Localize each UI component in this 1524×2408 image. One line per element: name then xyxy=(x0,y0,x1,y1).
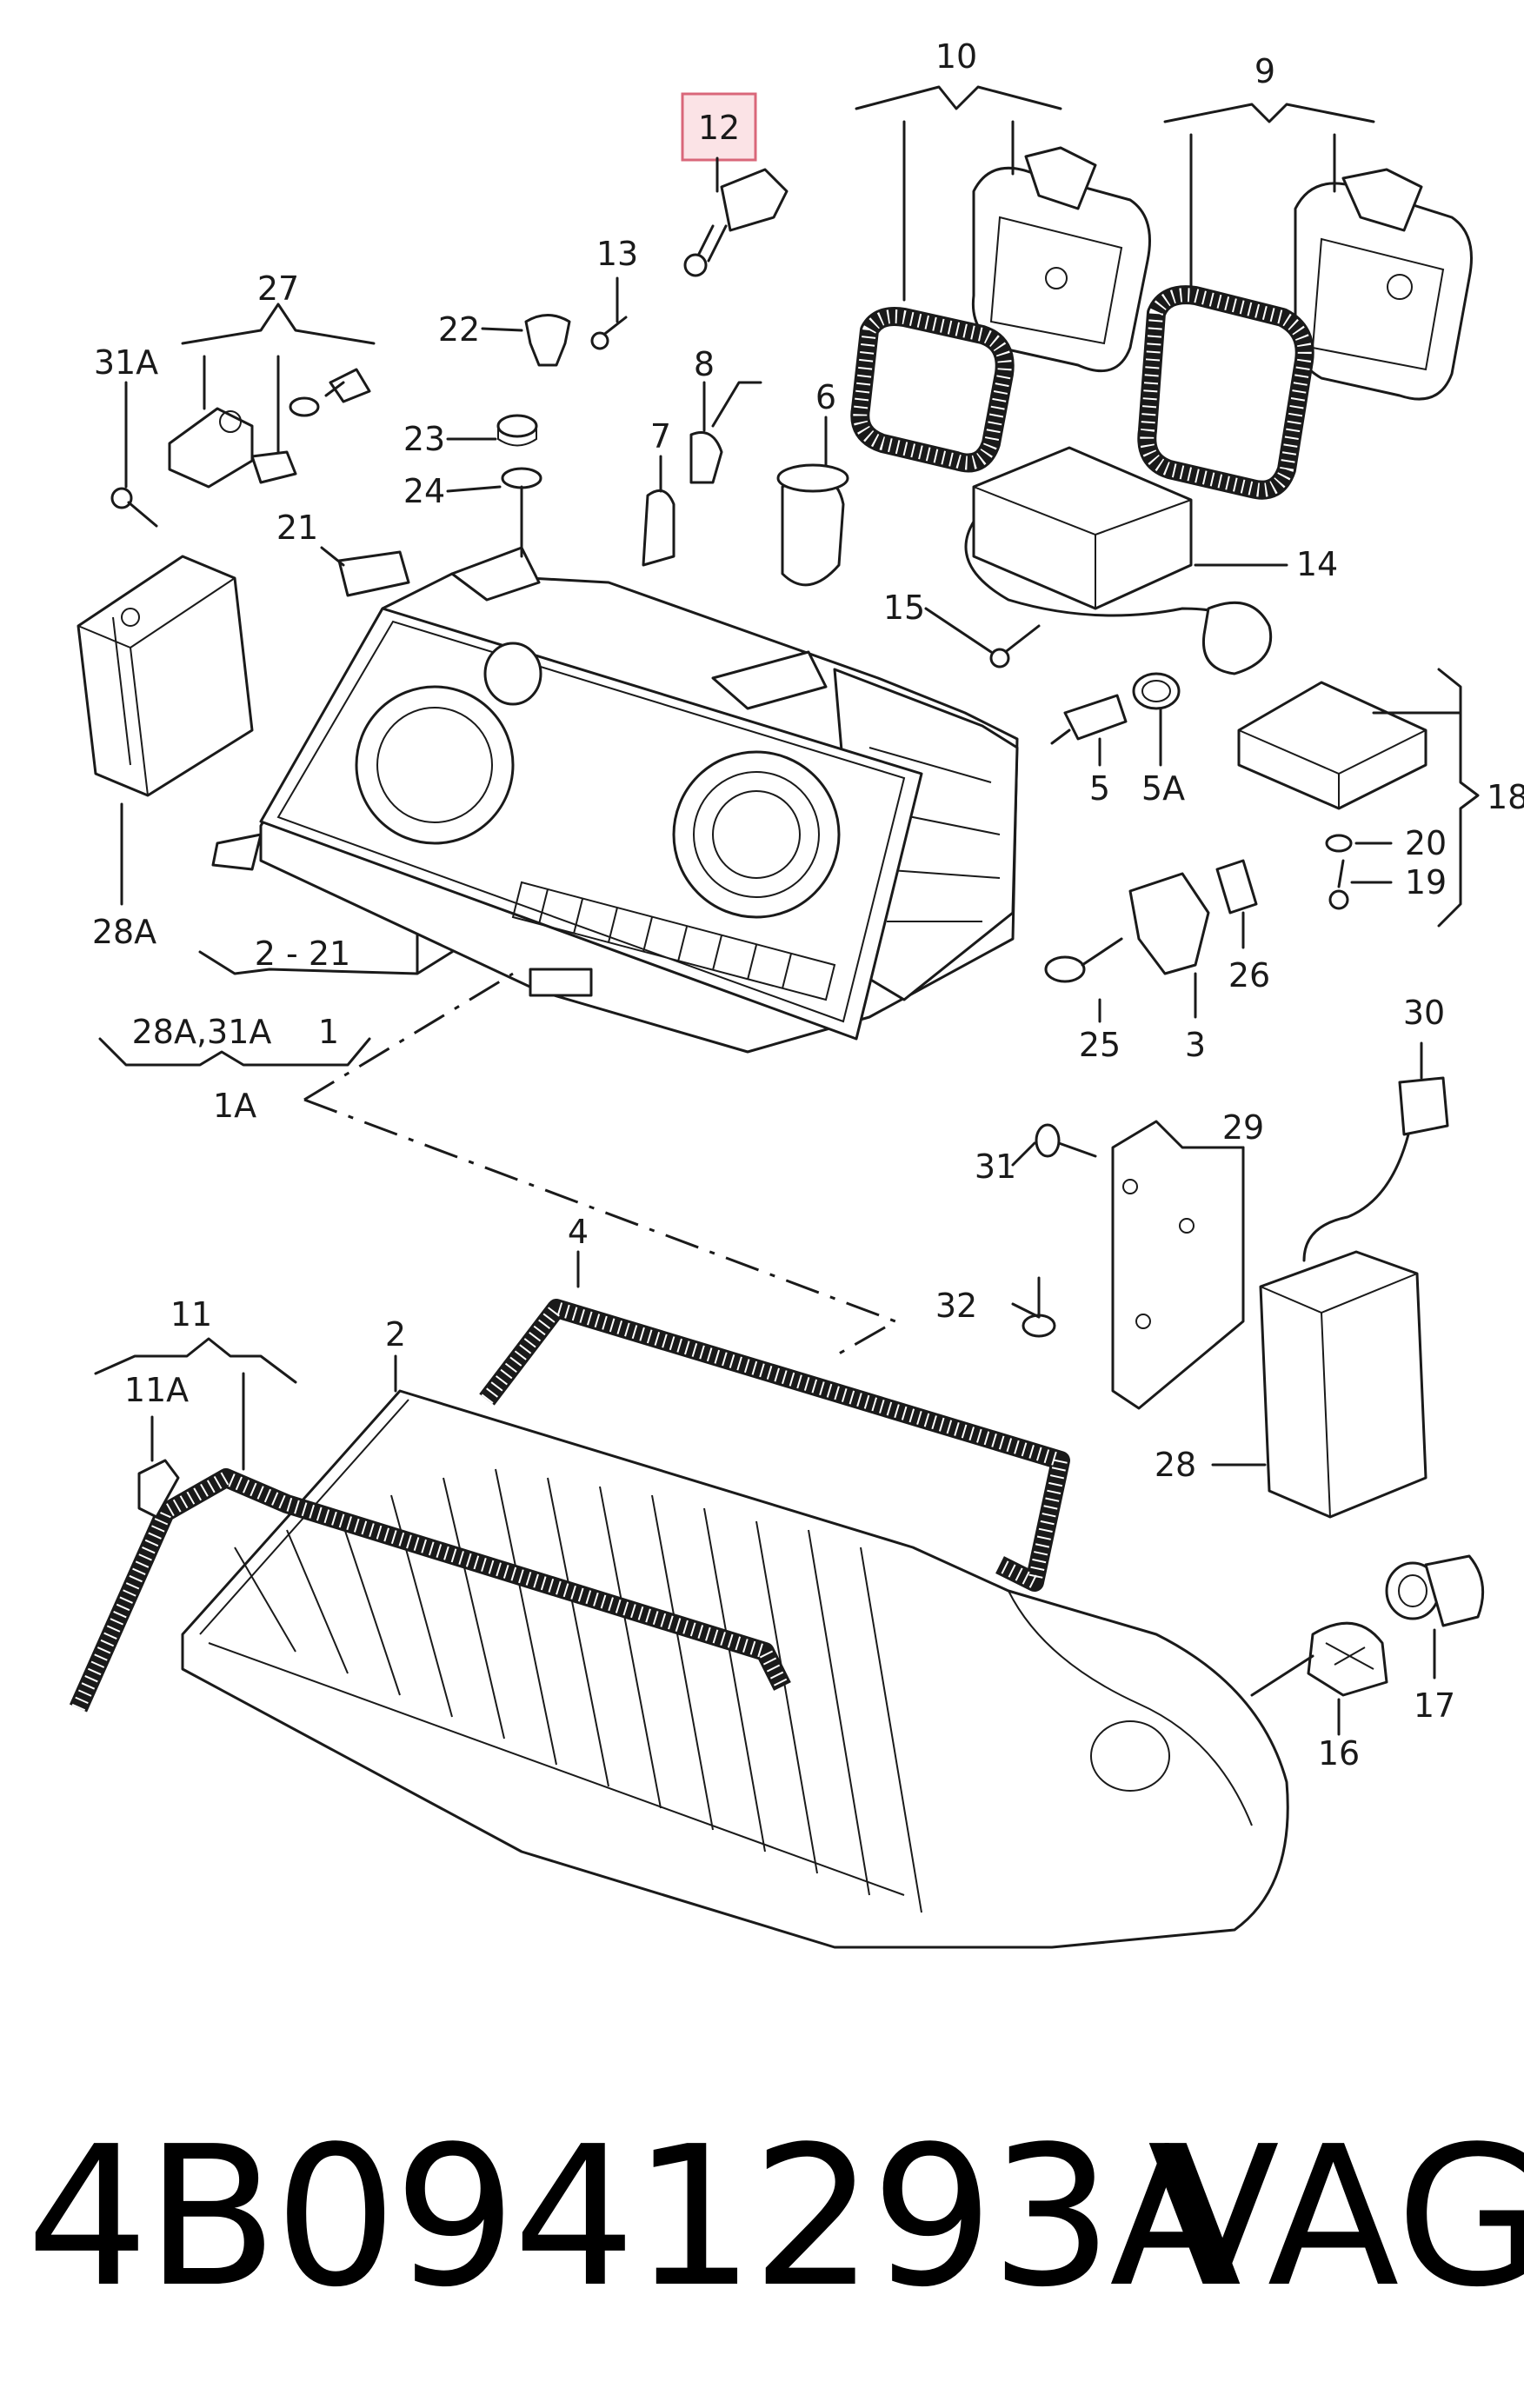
control-unit-18 xyxy=(1237,681,1428,810)
bulb-socket-17 xyxy=(1385,1554,1485,1627)
callout-3[interactable]: 3 xyxy=(1185,1026,1206,1064)
low-beam-cover-10 xyxy=(971,146,1151,373)
screw-13 xyxy=(590,316,628,350)
callout-10[interactable]: 10 xyxy=(935,37,977,76)
gasket-4 xyxy=(479,1299,1070,1592)
callout-18[interactable]: 18 xyxy=(1487,778,1524,816)
callout-12[interactable]: 12 xyxy=(698,109,740,147)
callout-8[interactable]: 8 xyxy=(694,345,715,383)
callout-5A[interactable]: 5A xyxy=(1141,769,1185,808)
ballast-unit-28 xyxy=(1259,1250,1428,1519)
callout-13[interactable]: 13 xyxy=(596,235,638,273)
callout-28[interactable]: 28 xyxy=(1155,1446,1196,1484)
bulb-16 xyxy=(1307,1621,1388,1697)
bulb-7 xyxy=(642,489,675,567)
bolt-31 xyxy=(1035,1123,1097,1158)
callout-26[interactable]: 26 xyxy=(1228,956,1270,994)
retaining-ring-5A xyxy=(1132,672,1181,710)
callout-16[interactable]: 16 xyxy=(1318,1734,1360,1773)
bulb-holder-12 xyxy=(683,168,789,277)
xenon-bulb-5 xyxy=(1050,694,1128,745)
callout-1A[interactable]: 1A xyxy=(213,1087,256,1125)
screw-19 xyxy=(1328,859,1349,910)
callout-11[interactable]: 11 xyxy=(170,1295,212,1334)
screw-24 xyxy=(501,467,542,558)
gasket-10 xyxy=(850,307,1015,473)
callout-20[interactable]: 20 xyxy=(1405,824,1447,862)
clip-22 xyxy=(524,314,571,367)
screw-25 xyxy=(1044,937,1123,983)
callout-12-highlight-box[interactable] xyxy=(681,92,757,162)
plate-21 xyxy=(337,550,410,597)
bolt-32 xyxy=(1022,1276,1056,1338)
callout-21[interactable]: 21 xyxy=(276,509,318,547)
callout-11A[interactable]: 11A xyxy=(124,1371,189,1409)
connector-30 xyxy=(1302,1076,1449,1262)
callout-28A[interactable]: 28A xyxy=(92,913,156,951)
callout-25[interactable]: 25 xyxy=(1079,1026,1121,1064)
bulb-6 xyxy=(776,463,849,587)
connector-26 xyxy=(1215,859,1258,915)
clip-11A xyxy=(137,1459,180,1519)
adjuster-3 xyxy=(1128,872,1210,975)
cap-23 xyxy=(496,414,538,447)
control-unit-14 xyxy=(964,446,1273,675)
ballast-unit-28A xyxy=(77,555,254,797)
callout-15[interactable]: 15 xyxy=(883,589,925,627)
seal-strip-11 xyxy=(69,1468,791,1713)
bracket-29 xyxy=(1111,1120,1245,1410)
callout-labels: 10 9 12 13 22 27 31A 8 6 7 23 24 21 14 1… xyxy=(92,37,1524,1773)
bulb-8 xyxy=(689,381,762,484)
callout-19[interactable]: 19 xyxy=(1405,863,1447,901)
callout-14[interactable]: 14 xyxy=(1296,545,1338,583)
assembly-reference-line xyxy=(303,972,899,1358)
callout-31A[interactable]: 31A xyxy=(94,343,158,382)
bracket-27 xyxy=(168,368,371,489)
callout-30[interactable]: 30 xyxy=(1403,994,1445,1032)
callout-4[interactable]: 4 xyxy=(568,1213,589,1251)
callout-2-21[interactable]: 2 - 21 xyxy=(255,935,350,973)
callout-29[interactable]: 29 xyxy=(1222,1108,1264,1147)
gasket-9 xyxy=(1137,285,1314,500)
screw-15 xyxy=(989,624,1041,669)
callout-31[interactable]: 31 xyxy=(975,1147,1016,1186)
high-beam-cover-9 xyxy=(1293,168,1473,401)
callout-32[interactable]: 32 xyxy=(935,1287,977,1325)
callout-6[interactable]: 6 xyxy=(815,378,836,416)
callout-24[interactable]: 24 xyxy=(403,472,445,510)
callout-5[interactable]: 5 xyxy=(1089,769,1110,808)
callout-23[interactable]: 23 xyxy=(403,420,445,458)
washer-20 xyxy=(1325,834,1353,853)
callout-9[interactable]: 9 xyxy=(1254,52,1275,90)
headlamp-lens-2 xyxy=(181,1389,1289,1949)
leader-lines xyxy=(94,85,1480,1736)
callout-28A-31A[interactable]: 28A,31A xyxy=(132,1013,272,1051)
callout-2[interactable]: 2 xyxy=(385,1315,406,1354)
headlamp-housing xyxy=(211,546,1019,1054)
callout-17[interactable]: 17 xyxy=(1414,1686,1455,1725)
callout-7[interactable]: 7 xyxy=(650,417,671,456)
part-number-label: 4B0941293A xyxy=(26,2105,1241,2330)
callout-27[interactable]: 27 xyxy=(257,269,299,308)
callout-22[interactable]: 22 xyxy=(438,310,480,349)
callout-1[interactable]: 1 xyxy=(318,1013,339,1051)
screw-31A xyxy=(110,487,158,528)
brand-label: VAG xyxy=(1148,2105,1524,2330)
